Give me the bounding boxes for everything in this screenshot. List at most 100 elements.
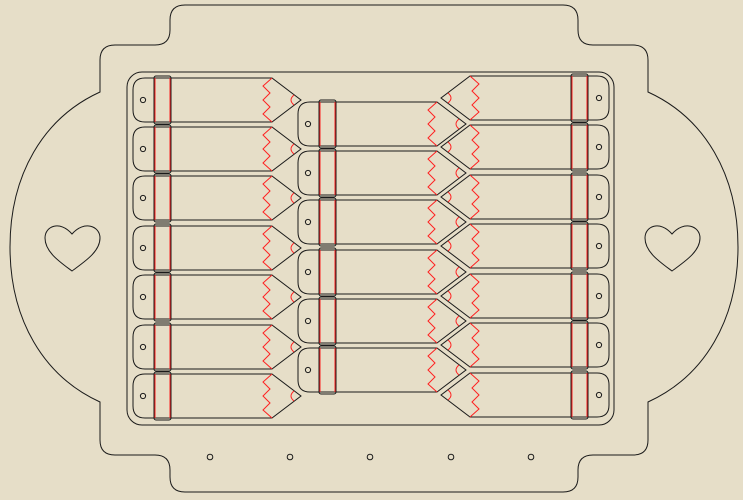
pencil-outline xyxy=(440,174,610,220)
lead-tip-score xyxy=(290,242,295,254)
pencils xyxy=(132,73,610,421)
pencil xyxy=(132,223,302,273)
pencil xyxy=(297,345,467,395)
mounting-hole xyxy=(527,453,535,461)
pencil xyxy=(132,371,302,421)
pencil xyxy=(132,272,302,322)
pencil-outline xyxy=(297,150,467,196)
wood-zigzag-score xyxy=(469,372,480,418)
lead-tip-score xyxy=(447,191,452,203)
pencil-ferrule xyxy=(570,73,589,123)
pencil-hole xyxy=(304,268,312,276)
wood-zigzag-score xyxy=(427,298,438,344)
pencil-outline xyxy=(440,223,610,269)
pencil-ferrule xyxy=(570,370,589,420)
lead-tip-score xyxy=(447,290,452,302)
lead-tip-score xyxy=(447,389,452,401)
heart-icon-left xyxy=(44,225,101,272)
lead-tip-score xyxy=(290,291,295,303)
pencil xyxy=(297,197,467,247)
wood-zigzag-score xyxy=(427,101,438,147)
lead-tip-score xyxy=(455,216,460,228)
wood-zigzag-score xyxy=(262,77,273,123)
pencil-ferrule xyxy=(318,296,337,346)
mounting-hole xyxy=(286,453,294,461)
pencil-outline xyxy=(132,373,302,419)
lead-tip-score xyxy=(455,364,460,376)
wood-zigzag-score xyxy=(427,347,438,393)
pencil-outline xyxy=(297,199,467,245)
wood-zigzag-score xyxy=(469,273,480,319)
pencil-outline xyxy=(132,77,302,123)
wood-zigzag-score xyxy=(262,225,273,271)
lead-tip-score xyxy=(290,390,295,402)
pencil-ferrule xyxy=(318,148,337,198)
pencil-ferrule xyxy=(570,122,589,172)
pencil-ferrule xyxy=(153,322,172,372)
pencil-ferrule xyxy=(570,271,589,321)
wood-zigzag-score xyxy=(262,175,273,221)
pencil xyxy=(440,122,610,172)
wood-zigzag-score xyxy=(262,373,273,419)
pencil-ferrule xyxy=(570,172,589,222)
pencil xyxy=(440,172,610,222)
pencil-ferrule xyxy=(153,371,172,421)
pencil-hole xyxy=(304,218,312,226)
lead-tip-score xyxy=(455,266,460,278)
pencil-hole xyxy=(595,242,603,250)
pencil-outline xyxy=(132,175,302,221)
pencil xyxy=(440,320,610,370)
pencil xyxy=(440,370,610,420)
pencil-hole xyxy=(139,96,147,104)
bottom-holes xyxy=(206,453,535,461)
pencil-ferrule xyxy=(153,272,172,322)
inner-pocket xyxy=(126,71,615,426)
pencil xyxy=(132,173,302,223)
pencil-outline xyxy=(440,372,610,418)
wood-zigzag-score xyxy=(469,75,480,121)
pencil xyxy=(132,75,302,125)
pencil-outline xyxy=(440,273,610,319)
pencil-outline xyxy=(297,101,467,147)
pencil-hole xyxy=(595,94,603,102)
mounting-hole xyxy=(366,453,374,461)
pencil xyxy=(132,322,302,372)
wood-zigzag-score xyxy=(262,324,273,370)
pencil-outline xyxy=(132,274,302,320)
pencil-ferrule xyxy=(570,320,589,370)
pencil-hole xyxy=(139,244,147,252)
pencil-outline xyxy=(440,322,610,368)
pencil-hole xyxy=(304,366,312,374)
pencil-ferrule xyxy=(318,197,337,247)
wood-zigzag-score xyxy=(469,223,480,269)
pencil xyxy=(440,221,610,271)
pencil-hole xyxy=(595,143,603,151)
pencil-hole xyxy=(139,343,147,351)
pencil xyxy=(440,271,610,321)
pencil-hole xyxy=(595,391,603,399)
pencil-hole xyxy=(139,293,147,301)
wood-zigzag-score xyxy=(427,249,438,295)
lead-tip-score xyxy=(447,141,452,153)
pencil-hole xyxy=(304,317,312,325)
pencil-hole xyxy=(595,193,603,201)
pencil xyxy=(132,124,302,174)
wood-zigzag-score xyxy=(469,174,480,220)
lead-tip-score xyxy=(290,192,295,204)
pencil-hole xyxy=(139,392,147,400)
heart-icon-right xyxy=(644,225,701,272)
pencil-outline xyxy=(440,75,610,121)
pencil-ferrule xyxy=(318,247,337,297)
wood-zigzag-score xyxy=(469,124,480,170)
pencil-outline xyxy=(132,126,302,172)
wood-zigzag-score xyxy=(262,126,273,172)
pencil-hole xyxy=(595,292,603,300)
pencil-outline xyxy=(297,249,467,295)
pencil-outline xyxy=(132,324,302,370)
pencil xyxy=(297,99,467,149)
pencil xyxy=(297,247,467,297)
lead-tip-score xyxy=(290,341,295,353)
lead-tip-score xyxy=(290,143,295,155)
lead-tip-score xyxy=(447,240,452,252)
pencil-hole xyxy=(139,145,147,153)
